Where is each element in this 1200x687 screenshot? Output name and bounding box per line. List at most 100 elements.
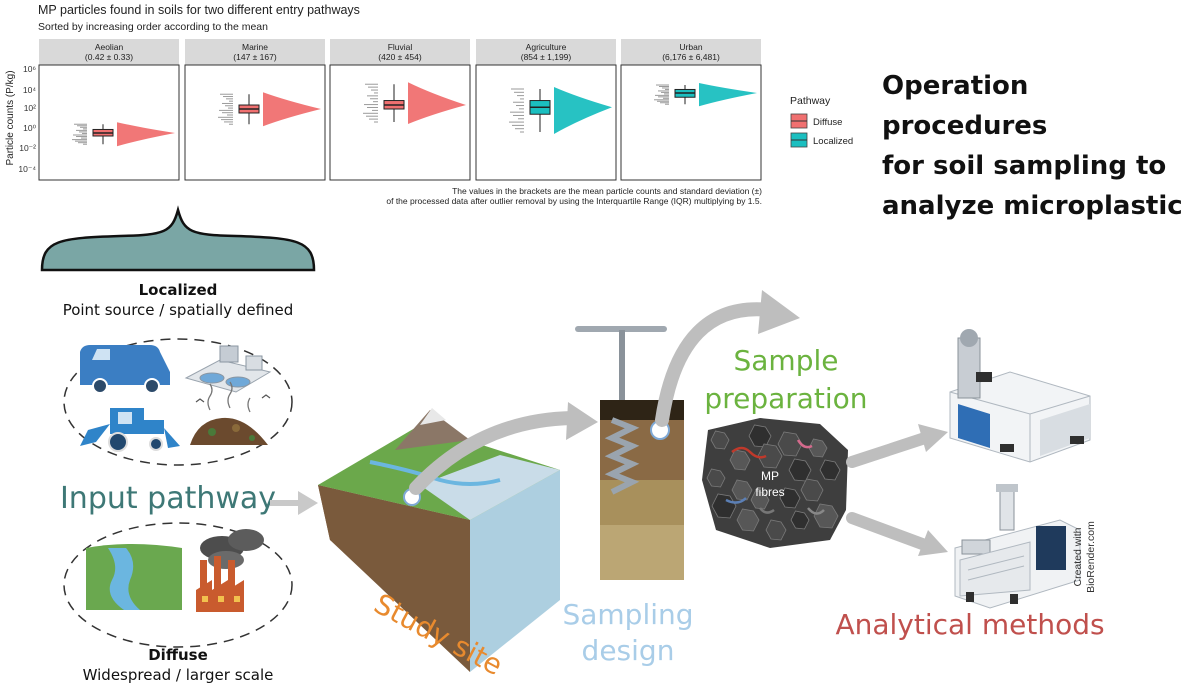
panel-strip (330, 39, 470, 65)
panel-frame (38, 64, 180, 181)
soil-gravel-pile (702, 418, 848, 548)
credit-line-2: BioRender.com (1085, 521, 1097, 593)
localized-title: Localized (139, 281, 218, 299)
gravel-stone (779, 487, 801, 509)
river-landscape-icon (86, 544, 182, 610)
gravel-stone (710, 430, 730, 450)
localized-subtitle: Point source / spatially defined (63, 301, 294, 319)
density-fluvial (408, 82, 466, 125)
localized-sources-oval (63, 338, 293, 466)
microplastic-fibre (807, 507, 825, 515)
y-tick-label: 10⁴ (23, 85, 36, 95)
panel-label: Fluvial (388, 42, 413, 52)
panel-label: Marine (242, 42, 268, 52)
panel-frame (184, 64, 326, 181)
soil-core-auger (575, 326, 684, 580)
biorender-credit: Created with BioRender.com (1072, 512, 1106, 602)
panel-strip (476, 39, 616, 65)
gravel-stone (765, 519, 787, 541)
site-to-sampling-arrow (409, 411, 579, 495)
gravel-stone (711, 493, 737, 519)
microplastic-fibre (796, 439, 813, 449)
study-site-landscape (318, 408, 560, 672)
gravel-stone (750, 490, 770, 510)
y-tick-labels: 10⁶ 10⁴ 10² 10⁰ 10⁻² 10⁻⁴ (18, 64, 36, 174)
y-tick-label: 10⁰ (23, 123, 36, 133)
sampling-design-line-1: Sampling (562, 598, 693, 631)
panel-stat: (420 ± 454) (378, 52, 422, 62)
panel-stat: (854 ± 1,199) (521, 52, 572, 62)
gravel-stone (736, 508, 760, 532)
diffuse-subtitle: Widespread / larger scale (83, 666, 274, 684)
gravel-stone (808, 438, 828, 458)
chart-footnote-line-1: The values in the brackets are the mean … (452, 186, 762, 196)
sample-preparation-line-2: preparation (704, 382, 867, 415)
microplastic-fibre (731, 446, 767, 459)
gravel-stone (748, 424, 772, 448)
panel-label: Aeolian (95, 42, 124, 52)
gravel-stone (788, 458, 812, 482)
density-marine (263, 92, 321, 127)
tractor-icon (80, 408, 180, 452)
panel-stat: (6,176 ± 6,481) (662, 52, 720, 62)
panel-frame (475, 64, 617, 181)
headline: Operation procedures for soil sampling t… (882, 66, 1200, 226)
microplastic-fibre (725, 497, 747, 504)
brace-bracket (40, 205, 316, 272)
legend: Pathway Diffuse Localized (790, 95, 853, 148)
gravel-stone (813, 503, 839, 529)
input-pathway-label: Input pathway (60, 481, 276, 516)
analytical-methods-label: Analytical methods (835, 608, 1104, 641)
diffuse-sources-oval (63, 522, 293, 648)
density-agriculture (554, 87, 612, 135)
gravel-stone (731, 479, 753, 501)
treatment-plant-icon (184, 345, 272, 393)
van-icon (80, 345, 170, 394)
legend-title: Pathway (790, 95, 831, 107)
credit-line-1: Created with (1072, 527, 1084, 587)
headline-line-2: for soil sampling to (882, 151, 1167, 181)
panel-strip (39, 39, 179, 65)
panel-label: Urban (679, 42, 702, 52)
prep-to-instrument-arrow-1 (846, 432, 931, 468)
y-tick-label: 10² (24, 103, 36, 113)
panel-strip (621, 39, 761, 65)
headline-line-3: analyze microplastic (882, 191, 1183, 221)
y-tick-label: 10⁻⁴ (18, 164, 36, 174)
arrowhead (566, 402, 598, 440)
gravel-stone (790, 510, 810, 530)
panel-frame (620, 64, 762, 181)
prep-to-instrument-arrow-2 (846, 512, 931, 551)
y-tick-label: 10⁶ (23, 64, 36, 74)
chart-subtitle: Sorted by increasing order according to … (38, 21, 268, 33)
gc-ms-instrument-icon (954, 484, 1081, 609)
mp-fibres-line-1: MP (761, 469, 779, 483)
density-aeolian (117, 122, 175, 147)
panel-frame (329, 64, 471, 181)
sample-preparation-line-1: Sample (734, 344, 839, 377)
panel-strip (185, 39, 325, 65)
mp-fibres-line-2: fibres (755, 485, 784, 499)
density-urban (699, 83, 757, 107)
microplastic-fibre (759, 507, 775, 514)
input-arrow (270, 491, 318, 515)
factory-icon (196, 529, 264, 612)
chart-panels: Aeolian(0.42 ± 0.33) Marine(147 ± 167) Flu… (38, 39, 762, 181)
gravel-stone (819, 459, 841, 481)
spectrometer-instrument-icon (949, 329, 1091, 463)
panel-stat: (147 ± 167) (233, 52, 277, 62)
gravel-stone (757, 443, 783, 469)
chart-title: MP particles found in soils for two diff… (38, 3, 360, 17)
headline-line-1: Operation procedures (882, 71, 1048, 141)
arrowhead (758, 290, 800, 334)
waste-pile-icon (190, 381, 271, 445)
core-to-prep-arrow (655, 302, 777, 427)
legend-label-localized: Localized (813, 136, 853, 147)
panel-label: Agriculture (526, 42, 567, 52)
sampling-design-line-2: design (582, 634, 675, 667)
chart-footnote-line-2: of the processed data after outlier remo… (386, 196, 762, 206)
panel-stat: (0.42 ± 0.33) (85, 52, 133, 62)
legend-label-diffuse: Diffuse (813, 117, 842, 128)
y-tick-label: 10⁻² (19, 143, 36, 153)
